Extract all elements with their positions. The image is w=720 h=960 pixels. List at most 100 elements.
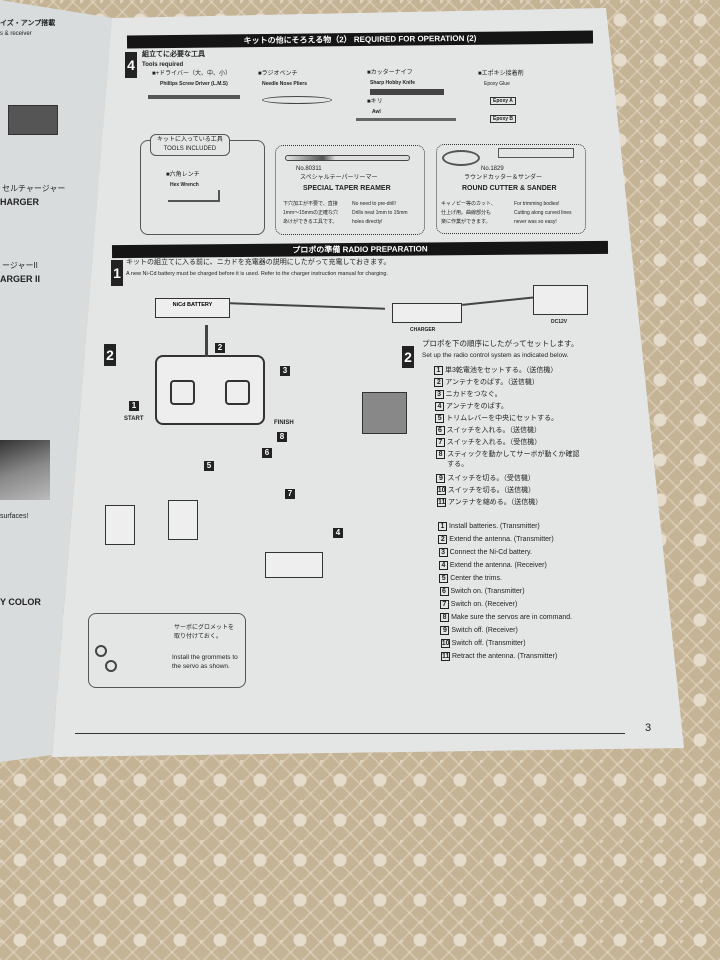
step-text: Connect the Ni-Cd battery. <box>449 549 532 556</box>
charge-cable <box>230 302 385 310</box>
step-text: スイッチを切る。（受信機） <box>447 475 535 482</box>
step-text: ニカドをつなぐ。 <box>445 391 502 398</box>
line: never was so easy! <box>514 219 557 225</box>
diagram-badge: 3 <box>280 366 290 376</box>
line: あけができる工具です。 <box>283 219 338 225</box>
cutter-number: No.1829 <box>481 166 504 172</box>
step-number-box: 10 <box>436 486 446 495</box>
grommet-text-en: Install the grommets to the servo as sho… <box>172 654 238 670</box>
grommet-icon <box>95 645 107 657</box>
step-number-box: 7 <box>439 600 449 609</box>
diagram-badge: 1 <box>129 401 139 411</box>
tool-label: ■ラジオペンチ <box>258 71 298 77</box>
epoxy-b-tube: Epoxy B <box>490 115 517 123</box>
reamer-desc-en: No need to pre-drill! Drills neat 1mm to … <box>352 200 408 227</box>
step-number-box: 1 <box>434 366 443 375</box>
step-text: アンテナをのばす。（送信機） <box>445 379 539 386</box>
step-text: 単3乾電池をセットする。（送信機） <box>445 367 558 374</box>
line: Cutting along curved lines <box>514 210 572 216</box>
step-text: スティックを動かしてサーボが動くか確認する。 <box>447 451 580 468</box>
left-text: ARGER II <box>0 274 41 284</box>
cutter-desc-jp: キャノピー等のカット、仕上げ用。曲線部分も楽に作業ができます。 <box>441 200 496 227</box>
step-number-box: 11 <box>441 652 450 661</box>
diagram-badge: 6 <box>262 448 272 458</box>
reamer-name-en: SPECIAL TAPER REAMER <box>303 185 391 192</box>
reamer-desc-jp: 下穴加工が不要で、直接 1mm〜15mmの正確な穴あけができる工具です。 <box>283 200 348 227</box>
step-text: スイッチを入れる。（受信機） <box>446 439 542 446</box>
step-text: Retract the antenna. (Transmitter) <box>452 653 558 660</box>
step-text: トリムレバーを中央にセットする。 <box>446 415 559 422</box>
step-number: 4 <box>125 52 137 78</box>
transmitter-image <box>155 355 265 425</box>
finish-label: FINISH <box>274 420 294 426</box>
color-swatch-image <box>0 440 50 500</box>
step-text: Switch on. (Transmitter) <box>450 588 525 595</box>
step1-text-jp: キットの組立てに入る前に、ニカドを充電器の説明にしたがって充電しておきます。 <box>126 259 391 266</box>
tools-heading-jp: 組立てに必要な工具 <box>142 51 205 58</box>
line: 下穴加工が不要で、直接 <box>283 201 338 207</box>
tool-label: ■エポキシ接着剤 <box>478 71 524 77</box>
step-number: 2 <box>104 344 116 366</box>
stick-left <box>170 380 195 405</box>
tool-label: Awl <box>372 109 381 115</box>
tool-label: Epoxy Glue <box>484 81 510 87</box>
grommet-icon <box>105 660 117 672</box>
step-number-box: 6 <box>435 426 445 435</box>
diagram-badge: 2 <box>215 343 225 353</box>
left-text: s & receiver <box>0 31 32 37</box>
grommet-text-jp: サーボにグロメットを取り付けておく。 <box>174 625 235 640</box>
step-text: スイッチを切る。（送信機） <box>447 487 536 494</box>
pliers-icon <box>262 96 332 104</box>
charger-device <box>392 303 462 323</box>
hex-wrench-label: ■六角レンチ <box>166 172 200 178</box>
step2-text-jp: プロポを下の順序にしたがってセットします。 <box>422 339 579 348</box>
step-number-box: 2 <box>434 378 444 387</box>
step-text: Extend the antenna. (Transmitter) <box>449 536 554 543</box>
stick-right <box>225 380 250 405</box>
left-text: ージャーII <box>2 261 38 270</box>
line: Drills neat 1mm to 15mm <box>352 210 408 216</box>
step-number-box: 3 <box>434 390 444 399</box>
section-header-radio: プロポの準備 RADIO PREPARATION <box>111 240 609 259</box>
sander-icon <box>498 148 574 158</box>
reamer-icon <box>285 155 410 161</box>
step-number: 1 <box>111 260 123 286</box>
step-text: スイッチを入れる。（送信機） <box>446 427 542 434</box>
step-number-box: 7 <box>435 438 445 447</box>
charger-label: CHARGER <box>410 327 436 333</box>
servo-image <box>168 500 198 540</box>
screwdriver-icon <box>148 95 240 99</box>
cutter-name-en: ROUND CUTTER & SANDER <box>462 185 557 192</box>
receiver-image <box>8 105 58 135</box>
receiver-image <box>362 392 407 434</box>
step-number-box: 8 <box>436 450 446 459</box>
left-text: イズ・アンプ搭載 <box>0 20 56 27</box>
step-number-box: 1 <box>438 522 447 531</box>
page-number: 3 <box>645 722 652 734</box>
cutter-name-jp: ラウンドカッター＆サンダー <box>464 175 543 181</box>
step-text: アンテナを縮める。（送信機） <box>448 499 543 506</box>
nicd-battery: NiCd BATTERY <box>155 298 230 318</box>
antenna-icon <box>205 325 208 357</box>
line: No need to pre-drill! <box>352 201 396 207</box>
line: For trimming bodies! <box>514 201 560 207</box>
tool-label: ■キリ <box>367 99 383 105</box>
line: 1mm〜15mmの正確な穴 <box>283 210 339 216</box>
step-number-box: 4 <box>438 561 448 570</box>
step2-text-en: Set up the radio control system as indic… <box>422 352 569 359</box>
scissors-icon <box>442 150 480 166</box>
grommet-box <box>88 613 246 688</box>
step-number-box: 5 <box>435 414 445 423</box>
step-number-box: 8 <box>440 613 450 622</box>
step-text: Make sure the servos are in command. <box>451 614 573 621</box>
step-number-box: 11 <box>437 498 446 507</box>
